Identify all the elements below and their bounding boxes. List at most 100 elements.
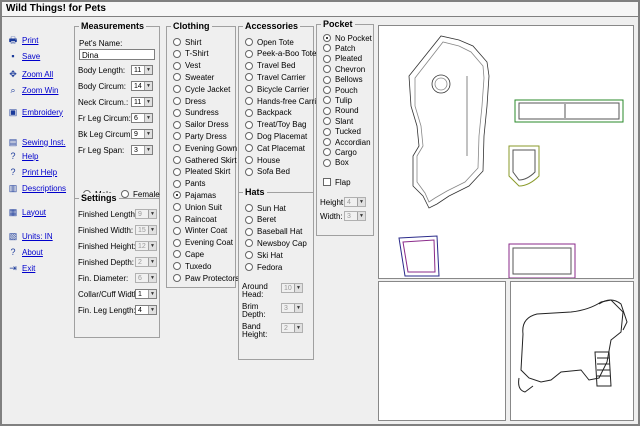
setting-select[interactable]: 12▼: [135, 241, 157, 251]
clothing-option[interactable]: Pants: [173, 179, 205, 189]
sidebar-item-label: Embroidery: [22, 107, 63, 117]
sidebar-item-descriptions[interactable]: ▥Descriptions: [8, 181, 78, 195]
pocket-option[interactable]: Box: [323, 158, 349, 168]
sidebar-item-print[interactable]: 🖶Print: [8, 33, 78, 47]
embroidery-icon: ▣: [8, 107, 18, 117]
clothing-option[interactable]: Paw Protectors: [173, 273, 239, 283]
measurement-select[interactable]: 14▼: [131, 81, 153, 91]
sidebar-item-about[interactable]: ?About: [8, 245, 78, 259]
measurement-select[interactable]: 3▼: [131, 145, 153, 155]
clothing-option[interactable]: T-Shirt: [173, 49, 209, 59]
accessory-option[interactable]: Treat/Toy Bag: [245, 120, 307, 130]
clothing-option[interactable]: Evening Gown: [173, 143, 237, 153]
accessory-option[interactable]: Travel Carrier: [245, 72, 306, 82]
setting-select[interactable]: 2▼: [135, 257, 157, 267]
hat-field-select[interactable]: 2▼: [281, 323, 303, 333]
sidebar-item-print-help[interactable]: ?Print Help: [8, 165, 78, 179]
setting-select[interactable]: 9▼: [135, 209, 157, 219]
accessory-option[interactable]: Travel Bed: [245, 61, 295, 71]
pocket-title: Pocket: [321, 19, 355, 29]
pocket-width-select[interactable]: 3▼: [344, 211, 366, 221]
clothing-option[interactable]: Cape: [173, 249, 204, 259]
hat-option[interactable]: Beret: [245, 215, 276, 225]
pocket-option[interactable]: Pouch: [323, 85, 358, 95]
pocket-option[interactable]: Tucked: [323, 127, 361, 137]
clothing-option[interactable]: Tuxedo: [173, 261, 211, 271]
pocket-option[interactable]: Accordian: [323, 137, 371, 147]
clothing-option[interactable]: Pleated Skirt: [173, 167, 230, 177]
accessory-option[interactable]: Open Tote: [245, 37, 294, 47]
sidebar-item-label: Zoom All: [22, 69, 54, 79]
pocket-option[interactable]: Slant: [323, 116, 353, 126]
hat-option[interactable]: Fedora: [245, 262, 282, 272]
pocket-option[interactable]: Bellows: [323, 75, 363, 85]
accessory-option[interactable]: Backpack: [245, 108, 292, 118]
setting-select[interactable]: 6▼: [135, 273, 157, 283]
pocket-option[interactable]: Tulip: [323, 95, 352, 105]
measurement-select[interactable]: 11▼: [131, 65, 153, 75]
sidebar-item-zoom-win[interactable]: ⌕Zoom Win: [8, 83, 78, 97]
accessory-option[interactable]: Cat Placemat: [245, 143, 305, 153]
sidebar-item-save[interactable]: ▪Save: [8, 49, 78, 63]
sidebar-item-embroidery[interactable]: ▣ Embroidery: [8, 105, 78, 119]
accessory-option[interactable]: Dog Placemat: [245, 131, 307, 141]
clothing-option[interactable]: Raincoat: [173, 214, 217, 224]
sidebar-item-sewing-inst[interactable]: ▤Sewing Inst.: [8, 135, 78, 149]
clothing-option[interactable]: Cycle Jacket: [173, 84, 230, 94]
measurement-select[interactable]: 6▼: [131, 113, 153, 123]
clothing-option[interactable]: Winter Coat: [173, 226, 227, 236]
pocket-option[interactable]: Pleated: [323, 54, 362, 64]
sidebar-item-exit[interactable]: ⇥Exit: [8, 261, 78, 275]
setting-select[interactable]: 15▼: [135, 225, 157, 235]
accessory-option[interactable]: Sofa Bed: [245, 167, 290, 177]
pattern-preview-panel[interactable]: [378, 25, 634, 279]
measurement-label: Bk Leg Circum:: [78, 129, 133, 139]
pocket-height-select[interactable]: 4▼: [344, 197, 366, 207]
measurement-select[interactable]: 11▼: [131, 97, 153, 107]
sidebar-item-layout[interactable]: ▦Layout: [8, 205, 78, 219]
sidebar-item-label: Help: [22, 151, 39, 161]
measurement-select[interactable]: 9▼: [131, 129, 153, 139]
pocket-preview-panel: [378, 281, 506, 421]
clothing-option[interactable]: Pajamas: [173, 190, 216, 200]
flap-checkbox[interactable]: Flap: [323, 177, 351, 187]
hat-field-select[interactable]: 3▼: [281, 303, 303, 313]
pocket-option[interactable]: No Pocket: [323, 33, 372, 43]
hat-option[interactable]: Sun Hat: [245, 203, 286, 213]
clothing-option[interactable]: Gathered Skirt: [173, 155, 237, 165]
setting-select[interactable]: 4▼: [135, 305, 157, 315]
clothing-option[interactable]: Party Dress: [173, 131, 227, 141]
hat-field-select[interactable]: 10▼: [281, 283, 303, 293]
clothing-option[interactable]: Shirt: [173, 37, 201, 47]
hat-option[interactable]: Baseball Hat: [245, 227, 302, 237]
hat-option[interactable]: Newsboy Cap: [245, 238, 307, 248]
settings-title: Settings: [79, 193, 119, 203]
clothing-option[interactable]: Evening Coat: [173, 238, 233, 248]
accessory-option[interactable]: Hands-free Carrier: [245, 96, 323, 106]
sidebar-item-units[interactable]: ▧Units: IN: [8, 229, 78, 243]
clothing-option[interactable]: Sweater: [173, 72, 214, 82]
clothing-option[interactable]: Sailor Dress: [173, 120, 229, 130]
pocket-option[interactable]: Patch: [323, 43, 355, 53]
pocket-option[interactable]: Chevron: [323, 64, 365, 74]
clothing-option[interactable]: Union Suit: [173, 202, 222, 212]
sidebar-item-label: Units: IN: [22, 231, 53, 241]
clothing-option[interactable]: Sundress: [173, 108, 219, 118]
pocket-option[interactable]: Round: [323, 106, 359, 116]
gender-radio-female[interactable]: Female: [121, 189, 160, 199]
window-title: Wild Things! for Pets: [0, 0, 640, 17]
pocket-option[interactable]: Cargo: [323, 147, 357, 157]
descriptions-icon: ▥: [8, 183, 18, 193]
hat-option[interactable]: Ski Hat: [245, 250, 283, 260]
accessory-option[interactable]: Peek-a-Boo Tote: [245, 49, 316, 59]
setting-label: Finished Height:: [78, 241, 136, 251]
clothing-option[interactable]: Vest: [173, 61, 201, 71]
zoom-window-icon: ⌕: [10, 85, 16, 95]
pet-name-input[interactable]: Dina: [79, 49, 155, 60]
clothing-option[interactable]: Dress: [173, 96, 206, 106]
sidebar-item-help[interactable]: ?Help: [8, 149, 78, 163]
accessory-option[interactable]: Bicycle Carrier: [245, 84, 309, 94]
setting-select[interactable]: 1▼: [135, 289, 157, 299]
accessory-option[interactable]: House: [245, 155, 280, 165]
sidebar-item-zoom-all[interactable]: ✥Zoom All: [8, 67, 78, 81]
